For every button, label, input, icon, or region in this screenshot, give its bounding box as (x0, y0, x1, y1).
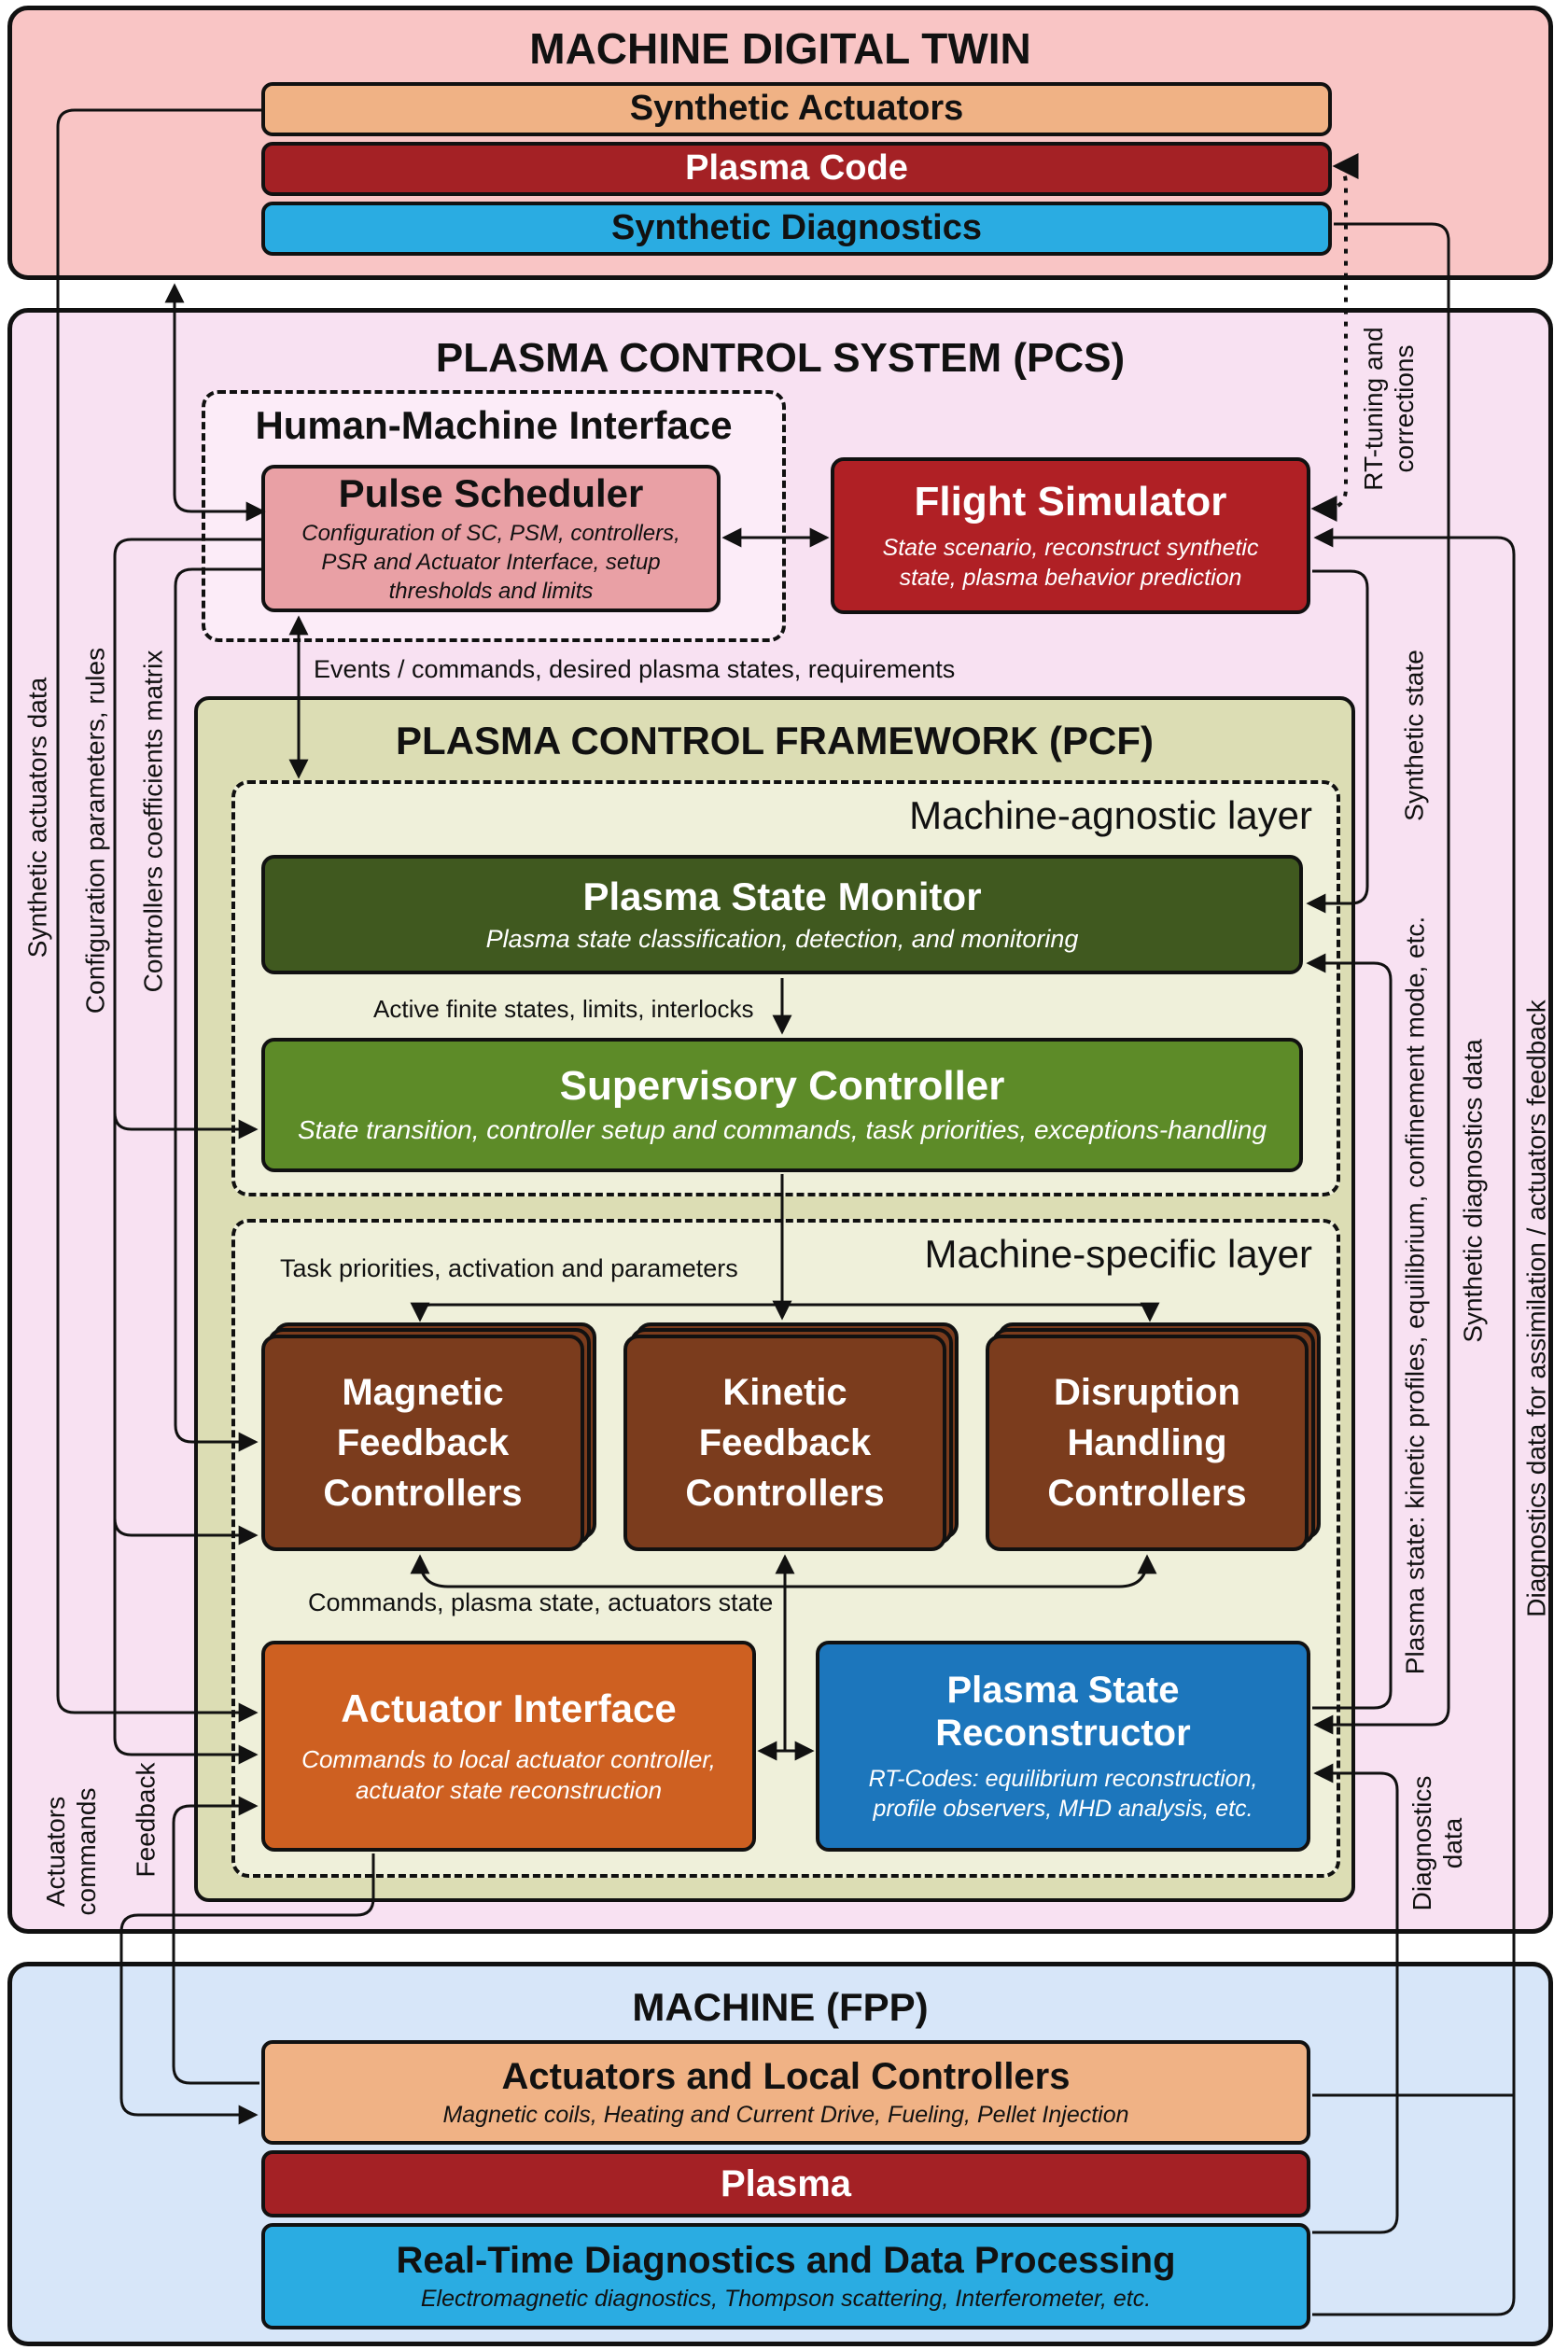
disruption-handling-label: Disruption Handling Controllers (1047, 1372, 1247, 1514)
kinetic-feedback-controllers: Kinetic Feedback Controllers (623, 1322, 959, 1551)
disruption-handling-front: Disruption Handling Controllers (986, 1335, 1309, 1551)
rt-tuning-label: RT-tuning and corrections (1358, 327, 1419, 491)
synthetic-diagnostics-box: Synthetic Diagnostics (261, 202, 1332, 256)
synthetic-diagnostics-label: Synthetic Diagnostics (611, 208, 982, 248)
active-states-label: Active finite states, limits, interlocks (373, 995, 754, 1023)
plasma-state-monitor-title: Plasma State Monitor (582, 874, 982, 918)
magnetic-feedback-label: Magnetic Feedback Controllers (323, 1372, 523, 1514)
machine-agnostic-label: Machine-agnostic layer (909, 793, 1312, 837)
actuators-local-controllers-subtitle: Magnetic coils, Heating and Current Driv… (442, 2102, 1129, 2128)
plasma-state-label: Plasma state: kinetic profiles, equilibr… (1400, 916, 1430, 1675)
supervisory-controller-box: Supervisory Controller State transition,… (261, 1038, 1303, 1172)
plasma-state-reconstructor-box: Plasma State Reconstructor RT-Codes: equ… (816, 1641, 1310, 1852)
rt-diagnostics-subtitle: Electromagnetic diagnostics, Thompson sc… (420, 2286, 1152, 2312)
task-priorities-label: Task priorities, activation and paramete… (280, 1254, 738, 1282)
events-commands-label: Events / commands, desired plasma states… (314, 655, 956, 683)
diagnostics-data-label: Diagnostics data (1407, 1775, 1467, 1911)
flight-simulator-subtitle: State scenario, reconstruct synthetic st… (882, 535, 1259, 592)
plasma-code-label: Plasma Code (685, 148, 908, 189)
diagnostics-assimilation-label: Diagnostics data for assimilation / actu… (1521, 1000, 1551, 1617)
hmi-label: Human-Machine Interface (255, 403, 733, 447)
supervisory-controller-title: Supervisory Controller (559, 1062, 1005, 1109)
actuators-commands-label: Actuators commands (40, 1787, 101, 1916)
kinetic-feedback-label: Kinetic Feedback Controllers (685, 1372, 885, 1514)
pulse-scheduler-box: Pulse Scheduler Configuration of SC, PSM… (261, 465, 721, 612)
actuator-interface-box: Actuator Interface Commands to local act… (261, 1641, 756, 1852)
machine-specific-label: Machine-specific layer (924, 1232, 1313, 1276)
commands-plasma-state-label: Commands, plasma state, actuators state (308, 1588, 774, 1616)
synthetic-actuators-box: Synthetic Actuators (261, 82, 1332, 136)
plasma-code-box: Plasma Code (261, 142, 1332, 196)
plasma-label: Plasma (720, 2163, 852, 2204)
magnetic-feedback-front: Magnetic Feedback Controllers (261, 1335, 584, 1551)
plasma-state-reconstructor-title: Plasma State Reconstructor (935, 1670, 1191, 1754)
plasma-box: Plasma (261, 2150, 1310, 2217)
plasma-state-reconstructor-subtitle: RT-Codes: equilibrium reconstruction, pr… (868, 1766, 1258, 1822)
flight-simulator-box: Flight Simulator State scenario, reconst… (831, 457, 1310, 614)
actuators-local-controllers-box: Actuators and Local Controllers Magnetic… (261, 2040, 1310, 2145)
rt-diagnostics-title: Real-Time Diagnostics and Data Processin… (396, 2240, 1176, 2281)
magnetic-feedback-controllers: Magnetic Feedback Controllers (261, 1322, 596, 1551)
synthetic-actuators-label: Synthetic Actuators (629, 89, 964, 129)
plasma-state-monitor-subtitle: Plasma state classification, detection, … (485, 924, 1079, 953)
kinetic-feedback-front: Kinetic Feedback Controllers (623, 1335, 946, 1551)
controllers-coefficients-label: Controllers coefficients matrix (138, 650, 168, 993)
pulse-scheduler-subtitle: Configuration of SC, PSM, controllers, P… (301, 521, 680, 604)
synthetic-diagnostics-data-label: Synthetic diagnostics data (1458, 1039, 1488, 1343)
actuator-interface-title: Actuator Interface (341, 1686, 677, 1730)
disruption-handling-controllers: Disruption Handling Controllers (986, 1322, 1321, 1551)
actuators-local-controllers-title: Actuators and Local Controllers (501, 2056, 1071, 2097)
machine-fpp-title: MACHINE (FPP) (632, 1985, 929, 2029)
pcs-title: PLASMA CONTROL SYSTEM (PCS) (435, 335, 1126, 381)
supervisory-controller-subtitle: State transition, controller setup and c… (297, 1115, 1267, 1145)
flight-simulator-title: Flight Simulator (914, 478, 1227, 525)
synthetic-actuators-data-label: Synthetic actuators data (22, 677, 52, 958)
machine-digital-twin-title: MACHINE DIGITAL TWIN (529, 24, 1031, 73)
configuration-parameters-label: Configuration parameters, rules (80, 647, 110, 1014)
plasma-state-monitor-box: Plasma State Monitor Plasma state classi… (261, 855, 1303, 974)
feedback-label: Feedback (131, 1762, 161, 1878)
pcf-title: PLASMA CONTROL FRAMEWORK (PCF) (396, 719, 1154, 762)
rt-diagnostics-box: Real-Time Diagnostics and Data Processin… (261, 2223, 1310, 2329)
pulse-scheduler-title: Pulse Scheduler (338, 470, 644, 515)
synthetic-state-label: Synthetic state (1399, 650, 1429, 821)
actuator-interface-subtitle: Commands to local actuator controller, a… (301, 1744, 716, 1805)
